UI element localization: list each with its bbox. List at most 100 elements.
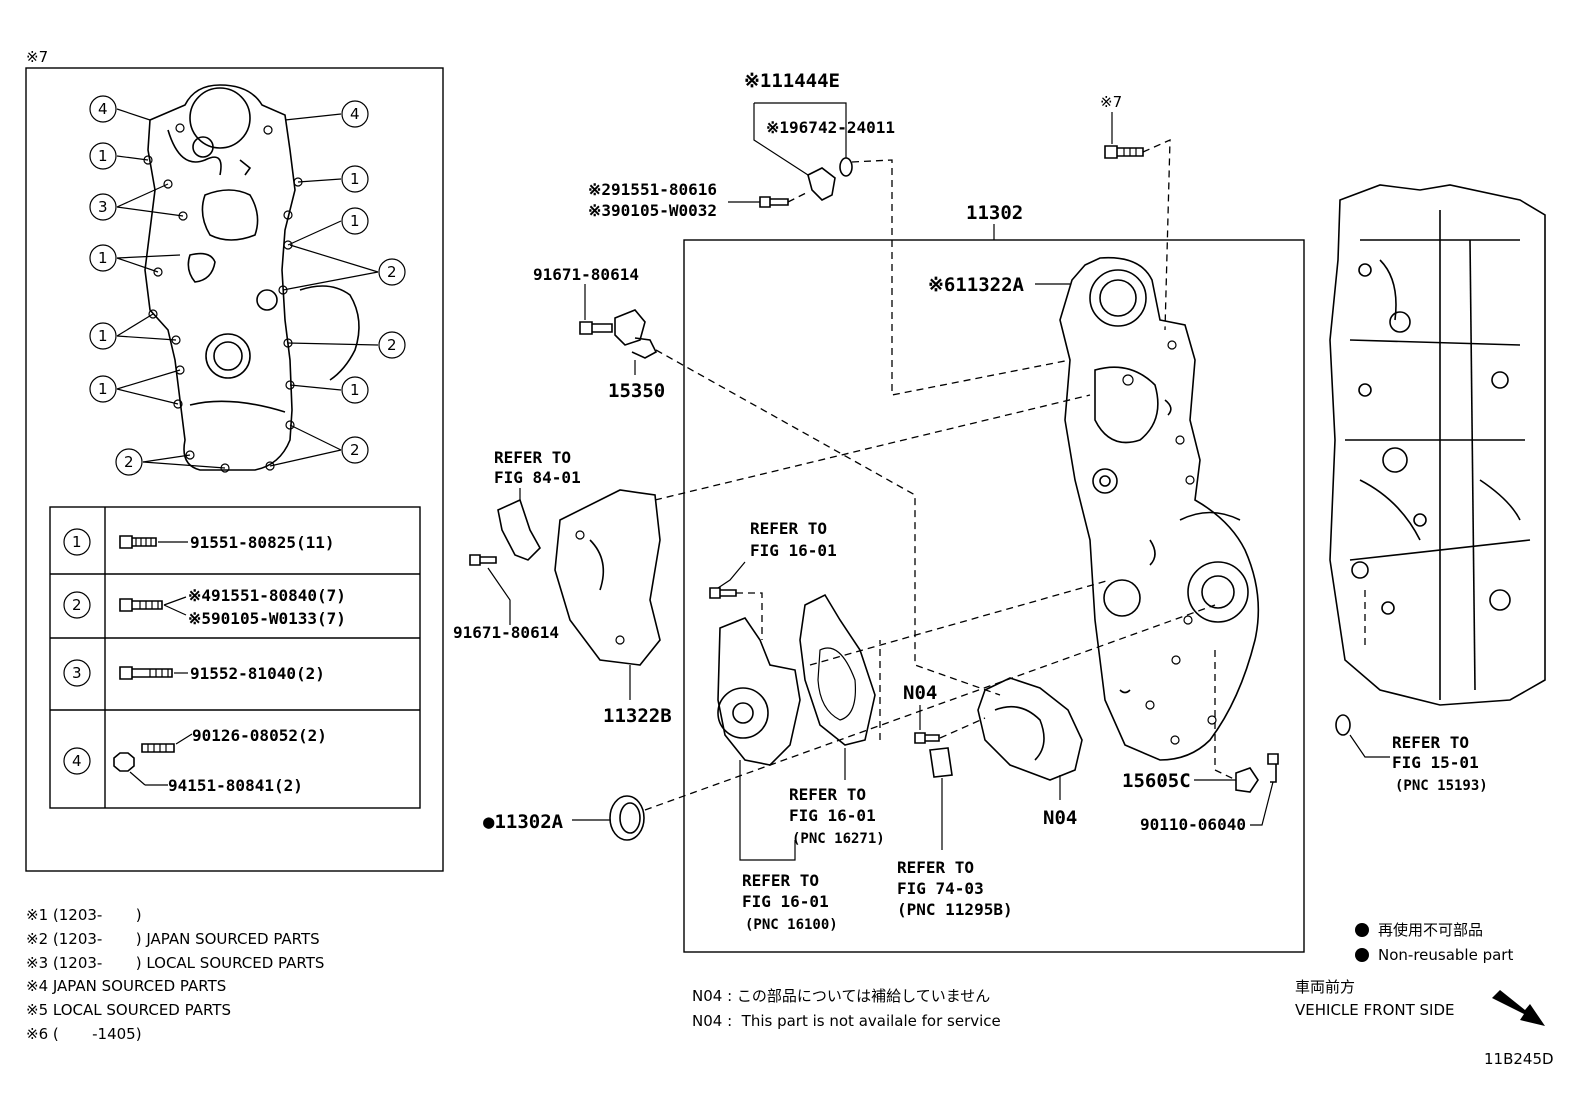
legend-row-2-number: 2 (72, 596, 82, 614)
label-11302: 11302 (966, 202, 1023, 224)
callout-1: 1 (350, 170, 360, 188)
legend-row-4-part-b: 94151-80841(2) (168, 776, 303, 795)
refer-16-01-a-line1: REFER TO (750, 519, 827, 538)
timing-chain-cover-drawing (1059, 256, 1260, 761)
bolt-7-drawing (1104, 145, 1144, 159)
callout-1: 1 (350, 381, 360, 399)
sensor-11444e-drawing (807, 157, 853, 201)
bullet-icon (1355, 923, 1369, 937)
callout-2: 2 (387, 263, 397, 281)
oil-control-valve-15350-drawing (579, 309, 658, 359)
figure-id: 11B245D (1484, 1050, 1554, 1068)
bolt-icon (119, 535, 157, 549)
refer-16-01-b-line2: FIG 16-01 (789, 806, 876, 825)
oil-pump-n04-drawing (914, 677, 1083, 781)
callout-3: 3 (98, 198, 108, 216)
legend-row-4-part-a: 90126-08052(2) (192, 726, 327, 745)
footnote-4: ※4 JAPAN SOURCED PARTS (26, 977, 226, 995)
legend-row-2-part-b: ※590105-W0133(7) (188, 609, 346, 628)
refer-15-01-line3: (PNC 15193) (1395, 778, 1488, 794)
label-90105-w0032: ※390105-W0032 (588, 201, 717, 220)
oil-seal-11302a-drawing (609, 795, 645, 841)
legend-row-3-number: 3 (72, 664, 82, 682)
water-pump-gasket-drawing (799, 593, 876, 746)
refer-15-01-line2: FIG 15-01 (1392, 753, 1479, 772)
label-90110-06040: 90110-06040 (1140, 815, 1246, 834)
fastener-legend-table: 1 91551-80825(11) 2 ※491551-80840(7) ※59… (49, 506, 421, 809)
footnote-5: ※5 LOCAL SOURCED PARTS (26, 1001, 231, 1019)
label-11322b: 11322B (603, 705, 672, 727)
callout-2: 2 (387, 336, 397, 354)
legend-row-1-part: 91551-80825(11) (190, 533, 335, 552)
inset-callouts: 4 4 1 1 3 1 1 2 1 2 1 1 2 2 (89, 95, 406, 476)
stud-icon (141, 743, 175, 753)
callout-2: 2 (124, 453, 134, 471)
assembly-frame-11302 (683, 239, 1305, 953)
refer-16-01-b-line1: REFER TO (789, 785, 866, 804)
legend-row-3-part: 91552-81040(2) (190, 664, 325, 683)
label-n04-bottom: N04 (1043, 807, 1077, 829)
footnote-1: ※1 (1203- ) (26, 906, 142, 924)
legend-en: Non-reusable part (1378, 946, 1513, 964)
refer-84-01-line2: FIG 84-01 (494, 468, 581, 487)
vehicle-front-indicator: 車両前方 VEHICLE FRONT SIDE (1295, 978, 1545, 1026)
bolt-91551-80616-drawing (759, 196, 789, 208)
legend-row-2-part-a: ※491551-80840(7) (188, 586, 346, 605)
label-bolt-7: ※7 (1100, 93, 1122, 111)
inset-panel: ※7 (25, 48, 444, 872)
refer-16-01-c-line2: FIG 16-01 (742, 892, 829, 911)
callout-1: 1 (98, 147, 108, 165)
refer-84-01-line1: REFER TO (494, 448, 571, 467)
bolt-icon (119, 666, 173, 680)
cover-11322b-drawing (554, 489, 661, 666)
bracket-84-01-drawing (469, 498, 541, 566)
arrow-down-right-icon (1492, 990, 1545, 1026)
refer-74-03-line3: (PNC 11295B) (897, 900, 1013, 919)
n04-note-en: N04 : This part is not availale for serv… (692, 1012, 1001, 1030)
label-15605c: 15605C (1122, 770, 1191, 792)
inset-frame (25, 67, 444, 872)
inset-marker: ※7 (26, 48, 48, 66)
footnote-2: ※2 (1203- ) JAPAN SOURCED PARTS (26, 930, 320, 948)
label-11444e: ※111444E (744, 70, 840, 92)
water-pump-drawing (709, 587, 801, 766)
legend-row-1-number: 1 (72, 533, 82, 551)
label-96742-24011: ※196742-24011 (766, 118, 895, 137)
n04-note-jp: N04 : この部品については補給していません (692, 987, 990, 1005)
callout-4: 4 (98, 100, 108, 118)
callout-1: 1 (98, 327, 108, 345)
label-11322a: ※611322A (928, 274, 1025, 296)
footnote-6: ※6 ( -1405) (26, 1025, 142, 1043)
inset-cover-drawing (143, 84, 360, 473)
inset-leaders (116, 108, 379, 469)
refer-15-01-line1: REFER TO (1392, 733, 1469, 752)
footnote-3: ※3 (1203- ) LOCAL SOURCED PARTS (26, 954, 324, 972)
refer-74-03-line2: FIG 74-03 (897, 879, 984, 898)
label-n04-top: N04 (903, 682, 937, 704)
front-en: VEHICLE FRONT SIDE (1295, 1001, 1455, 1019)
refer-16-01-a-line2: FIG 16-01 (750, 541, 837, 560)
non-reusable-legend: 再使用不可部品 Non-reusable part (1355, 921, 1513, 964)
callout-1: 1 (98, 380, 108, 398)
legend-row-4-number: 4 (72, 752, 82, 770)
footnotes: ※1 (1203- ) ※2 (1203- ) JAPAN SOURCED PA… (26, 906, 324, 1043)
callout-4: 4 (350, 105, 360, 123)
label-11302a: ●11302A (483, 811, 564, 833)
label-91551-80616: ※291551-80616 (588, 180, 717, 199)
refer-16-01-b-line3: (PNC 16271) (792, 831, 885, 847)
callout-1: 1 (350, 212, 360, 230)
label-91671-80614-bottom: 91671-80614 (453, 623, 559, 642)
n04-notes: N04 : この部品については補給していません N04 : This part … (692, 987, 1001, 1030)
refer-74-03-line1: REFER TO (897, 858, 974, 877)
label-91671-80614-top: 91671-80614 (533, 265, 639, 284)
refer-16-01-c-line1: REFER TO (742, 871, 819, 890)
bullet-icon (1355, 948, 1369, 962)
front-jp: 車両前方 (1295, 978, 1355, 996)
callout-2: 2 (350, 441, 360, 459)
legend-jp: 再使用不可部品 (1378, 921, 1483, 939)
bolt-icon (119, 598, 163, 612)
refer-16-01-c-line3: (PNC 16100) (745, 917, 838, 933)
callout-1: 1 (98, 249, 108, 267)
nut-icon (113, 752, 135, 772)
